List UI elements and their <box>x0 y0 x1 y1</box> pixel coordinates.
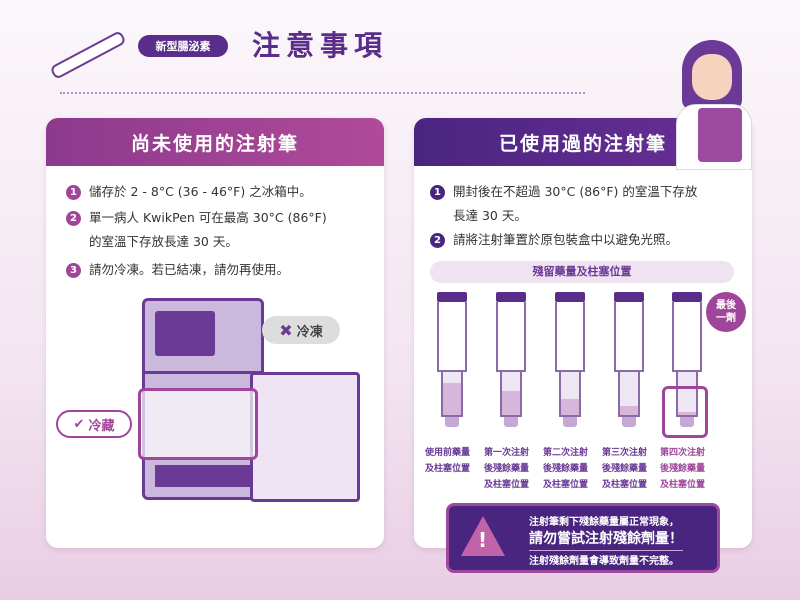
list-item: 2 請將注射筆置於原包裝盒中以避免光照。 <box>430 228 678 252</box>
list-item: 3 請勿冷凍。若已結凍，請勿再使用。 <box>66 258 289 282</box>
pen-tray-highlight <box>138 388 258 460</box>
warning-line1: 注射筆剩下殘餘藥量屬正常現象， <box>529 517 679 528</box>
pen-3 <box>555 292 585 427</box>
pen-label-line: 及柱塞位置 <box>602 480 648 490</box>
medicine-level <box>561 398 579 415</box>
medicine-level <box>620 406 638 415</box>
item-text: 的室溫下存放長達 30 天。 <box>89 234 238 249</box>
item-text: 長達 30 天。 <box>453 208 527 223</box>
pen-label-line: 後殘餘藥量 <box>660 464 706 474</box>
pen-label-line: 及柱塞位置 <box>484 480 530 490</box>
warning-line3: 注射殘餘劑量會導致劑量不完整。 <box>529 556 679 567</box>
pen-label-line: 後殘餘藥量 <box>484 464 530 474</box>
pen-label-line: 後殘餘藥量 <box>602 464 648 474</box>
pen-body <box>437 302 467 372</box>
item-text: 儲存於 2 - 8°C (36 - 46°F) 之冰箱中。 <box>89 184 312 199</box>
pen-label: 使用前藥量及柱塞位置 <box>425 445 470 477</box>
item-number: 2 <box>430 233 445 248</box>
pen-label: 第四次注射後殘餘藥量及柱塞位置 <box>660 445 705 493</box>
item-number: 1 <box>430 185 445 200</box>
pen-cartridge <box>559 372 581 417</box>
pen-illustration <box>49 30 127 80</box>
pen-body <box>614 302 644 372</box>
pen-body <box>672 302 702 372</box>
pen-cartridge <box>500 372 522 417</box>
pen-cap <box>496 292 526 302</box>
last-dose-badge: 最後一劑 <box>706 292 746 332</box>
pen-label-line: 第一次注射 <box>484 448 530 458</box>
pen-label: 第三次注射後殘餘藥量及柱塞位置 <box>602 445 647 493</box>
pen-cartridge <box>676 372 698 417</box>
last-pen-highlight <box>662 386 708 438</box>
diagram-title: 殘留藥量及柱塞位置 <box>430 261 734 283</box>
exclamation-icon: ! <box>478 528 488 552</box>
item-text: 開封後在不超過 30°C (86°F) 的室溫下存放 <box>453 184 698 199</box>
x-icon: ✖ <box>279 320 293 340</box>
pen-body <box>555 302 585 372</box>
warning-box: ! 注射筆剩下殘餘藥量屬正常現象， 請勿嘗試注射殘餘劑量！ 注射殘餘劑量會導致劑… <box>446 503 720 573</box>
fridge-label: ✔冷藏 <box>56 410 132 438</box>
pen-4 <box>614 292 644 427</box>
pen-label: 第二次注射後殘餘藥量及柱塞位置 <box>543 445 588 493</box>
pen-label-line: 第二次注射 <box>543 448 589 458</box>
medicine-level <box>678 411 696 415</box>
pen-label-line: 使用前藥量 <box>425 448 471 458</box>
pen-label-line: 後殘餘藥量 <box>543 464 589 474</box>
unused-pen-title: 尚未使用的注射筆 <box>46 118 384 166</box>
pen-2 <box>496 292 526 427</box>
pen-label-line: 及柱塞位置 <box>660 480 706 490</box>
pen-cap <box>672 292 702 302</box>
pen-tip <box>504 417 518 427</box>
item-number: 2 <box>66 211 81 226</box>
category-badge: 新型腸泌素 <box>138 35 228 57</box>
pen-label-line: 及柱塞位置 <box>425 464 471 474</box>
medicine-level <box>502 391 520 415</box>
check-icon: ✔ <box>73 416 85 432</box>
medicine-level <box>443 382 461 415</box>
pen-tip <box>563 417 577 427</box>
divider <box>60 92 585 94</box>
warning-line2: 請勿嘗試注射殘餘劑量！ <box>529 528 683 551</box>
pen-label-line: 及柱塞位置 <box>543 480 589 490</box>
item-text: 單一病人 KwikPen 可在最高 30°C (86°F) <box>89 210 327 225</box>
pen-cap <box>555 292 585 302</box>
list-item: 2 單一病人 KwikPen 可在最高 30°C (86°F) 的室溫下存放長達 3… <box>66 206 327 254</box>
fridge-text: 冷藏 <box>88 418 115 434</box>
pen-label-line: 第三次注射 <box>602 448 648 458</box>
page-title: 注意事項 <box>252 29 389 62</box>
pen-1 <box>437 292 467 427</box>
pen-tip <box>445 417 459 427</box>
pen-cartridge <box>441 372 463 417</box>
item-number: 1 <box>66 185 81 200</box>
freeze-text: 冷凍 <box>296 324 323 340</box>
list-item: 1 開封後在不超過 30°C (86°F) 的室溫下存放長達 30 天。 <box>430 180 697 228</box>
warning-icon <box>461 516 505 556</box>
pen-cartridge <box>618 372 640 417</box>
fridge-door <box>250 372 360 502</box>
freeze-label: ✖冷凍 <box>262 316 340 344</box>
item-text: 請勿冷凍。若已結凍，請勿再使用。 <box>89 262 290 277</box>
item-number: 3 <box>66 263 81 278</box>
pen-cap <box>614 292 644 302</box>
list-item: 1 儲存於 2 - 8°C (36 - 46°F) 之冰箱中。 <box>66 180 312 204</box>
pen-tip <box>622 417 636 427</box>
item-text: 請將注射筆置於原包裝盒中以避免光照。 <box>453 232 679 247</box>
pen-5 <box>672 292 702 427</box>
pen-tip <box>680 417 694 427</box>
pen-body <box>496 302 526 372</box>
pharmacist-illustration <box>668 40 768 170</box>
pen-label: 第一次注射後殘餘藥量及柱塞位置 <box>484 445 529 493</box>
pen-label-line: 第四次注射 <box>660 448 706 458</box>
pen-cap <box>437 292 467 302</box>
